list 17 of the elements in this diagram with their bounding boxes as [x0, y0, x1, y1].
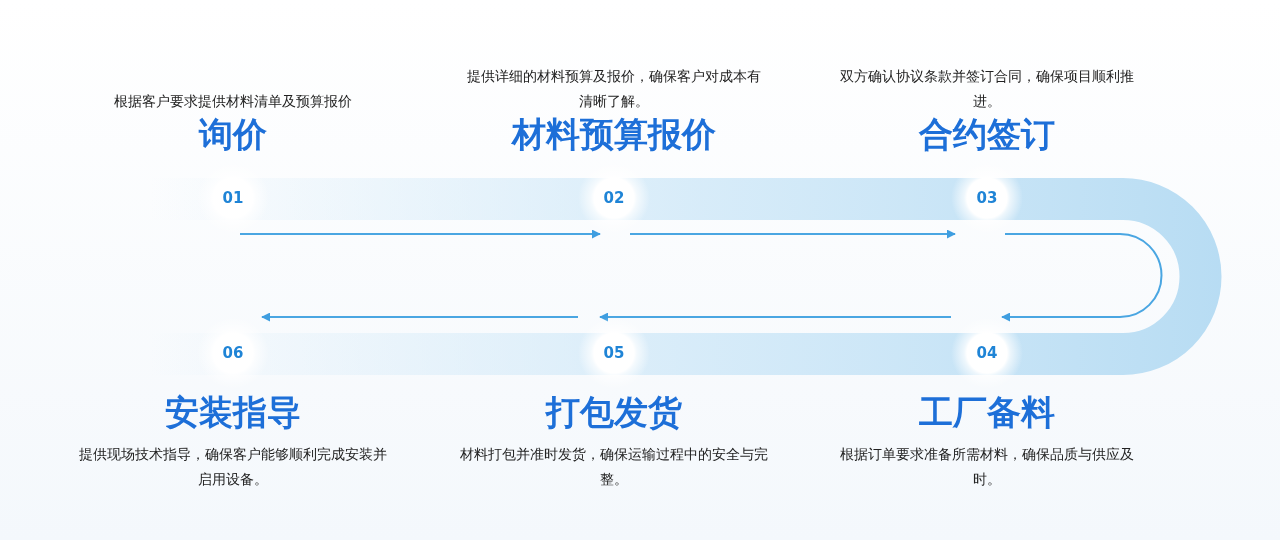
step-title: 合约签订	[919, 113, 1055, 156]
arrow	[1001, 233, 1163, 322]
step-title: 材料预算报价	[512, 113, 716, 156]
step-title: 打包发货	[546, 391, 682, 434]
arrow	[239, 229, 601, 239]
step-description: 材料打包并准时发货，确保运输过程中的安全与完整。	[459, 445, 769, 489]
arrow	[261, 312, 579, 322]
step-title: 安装指导	[165, 391, 301, 434]
step-description: 提供现场技术指导，确保客户能够顺利完成安装并启用设备。	[78, 445, 388, 489]
step-description: 提供详细的材料预算及报价，确保客户对成本有清晰了解。	[466, 67, 762, 111]
step-description: 双方确认协议条款并签订合同，确保项目顺利推进。	[839, 67, 1135, 111]
arrow	[599, 312, 952, 322]
step-title: 询价	[199, 113, 267, 156]
step-description: 根据订单要求准备所需材料，确保品质与供应及时。	[839, 445, 1135, 489]
step-title: 工厂备料	[919, 391, 1055, 434]
step-description: 根据客户要求提供材料清单及预算报价	[113, 92, 353, 111]
arrow	[629, 229, 956, 239]
